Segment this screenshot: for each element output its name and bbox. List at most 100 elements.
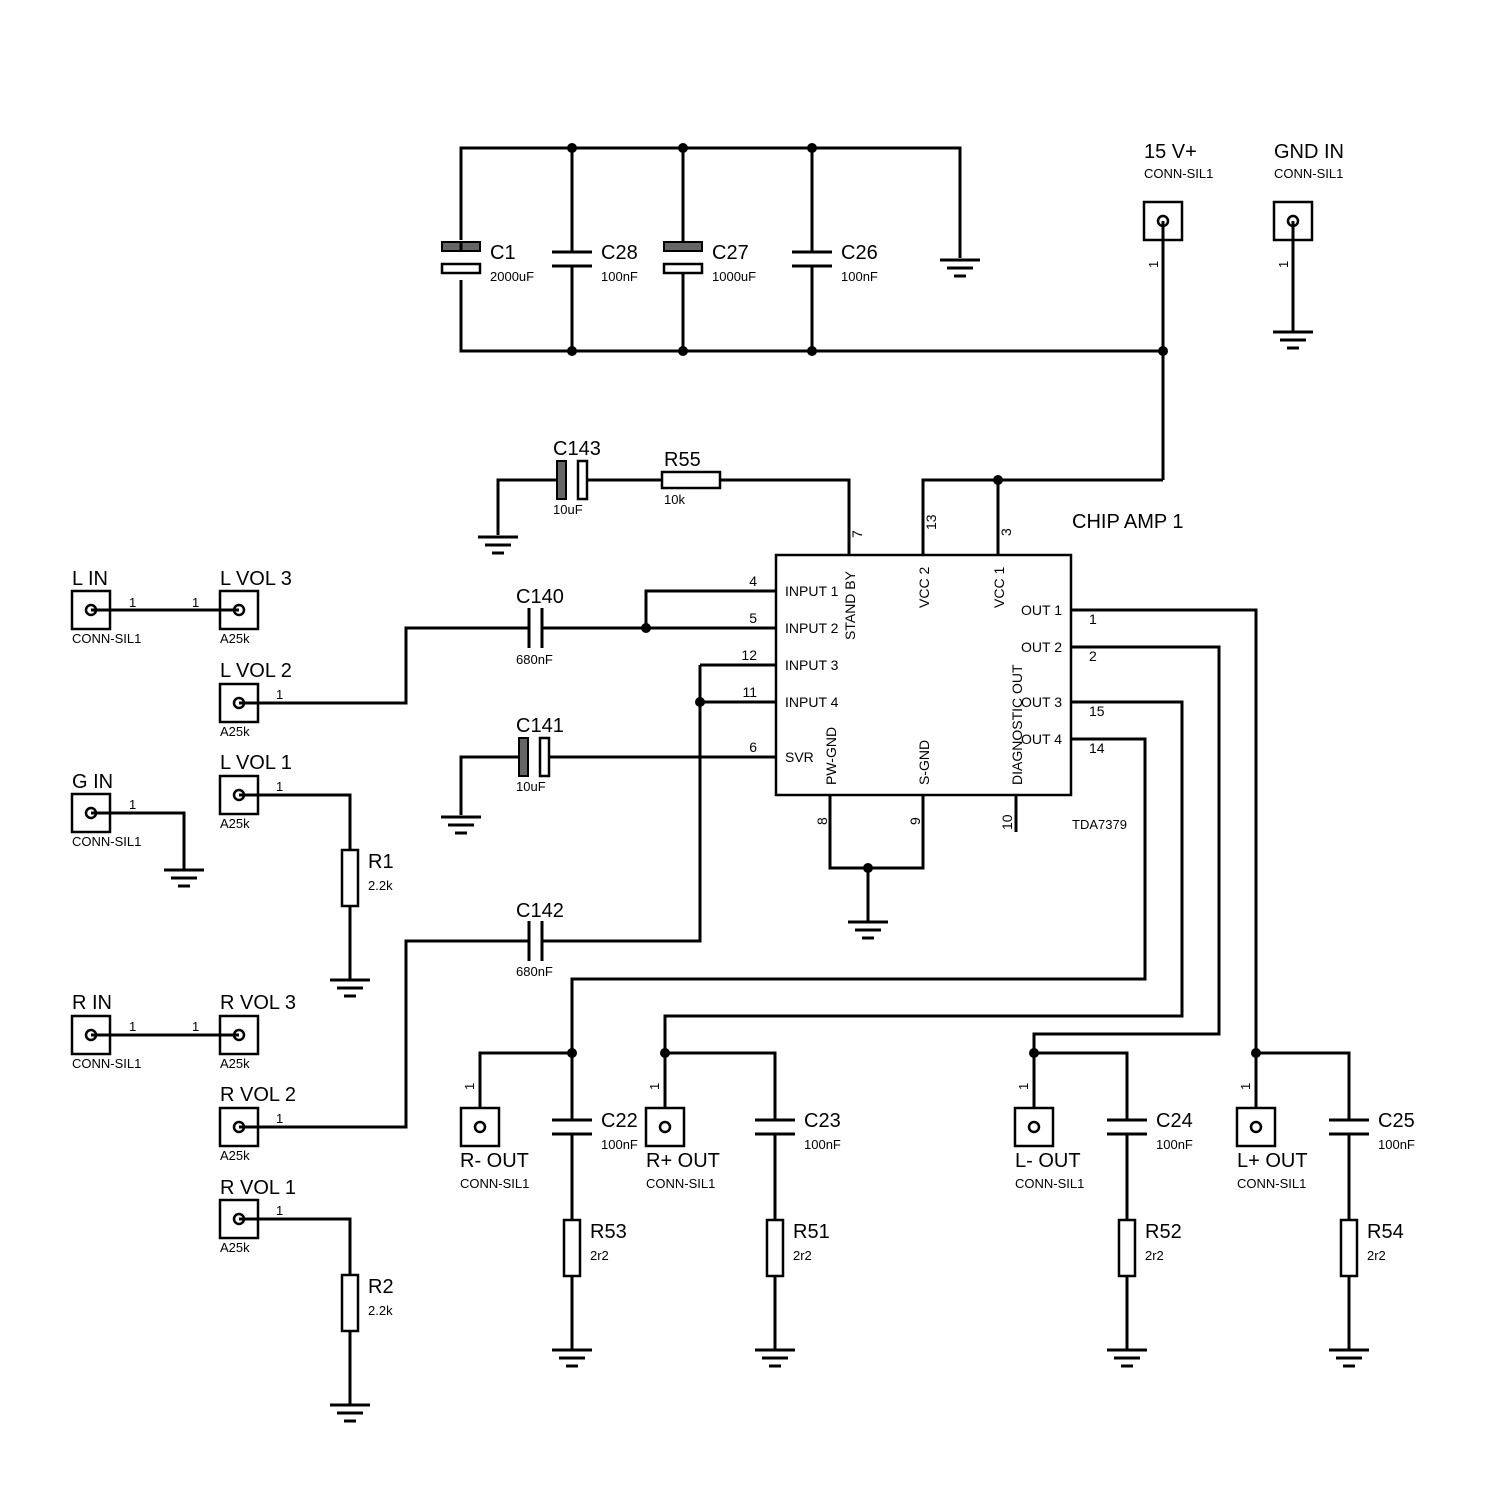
pin-out2-num: 2: [1089, 648, 1097, 664]
pin-input3-num: 12: [741, 647, 757, 663]
l-in-pin: 1: [129, 595, 136, 610]
l-vol3-type: A25k: [220, 631, 250, 646]
pin-out2-name: OUT 2: [1021, 639, 1062, 655]
r-vol3-pin: 1: [192, 1019, 199, 1034]
pin-pwgnd-name: PW-GND: [823, 727, 839, 785]
pin-input1-num: 4: [749, 573, 757, 589]
pin-input2-name: INPUT 2: [785, 620, 839, 636]
c140-value: 680nF: [516, 652, 553, 667]
g-in-ref: G IN: [72, 771, 113, 793]
capacitor-c26: C26 100nF: [792, 242, 878, 284]
pin-standby-name: STAND BY: [842, 570, 858, 640]
c28-value: 100nF: [601, 269, 638, 284]
l-vol1-ref: L VOL 1: [220, 752, 292, 774]
connector-15v: 15 V+ CONN-SIL1 1: [1142, 141, 1213, 480]
c27-value: 1000uF: [712, 269, 756, 284]
connector-r-in: R IN CONN-SIL1 1: [70, 992, 141, 1071]
pot-r-vol-1: R VOL 1 A25k 1 R2 2.2k: [218, 1177, 394, 1423]
r55-ref: R55: [664, 449, 701, 471]
pin-input1-name: INPUT 1: [785, 583, 839, 599]
c142-ref: C142: [516, 900, 564, 922]
c140-network: C140 680nF: [239, 586, 700, 705]
r-vol2-pin: 1: [276, 1111, 283, 1126]
pin-out1-num: 1: [1089, 611, 1097, 627]
r-in-pin: 1: [129, 1019, 136, 1034]
c25-value: 100nF: [1378, 1137, 1415, 1152]
c28-ref: C28: [601, 242, 638, 264]
r-vol1-type: A25k: [220, 1240, 250, 1255]
r-vol3-ref: R VOL 3: [220, 992, 296, 1014]
l-minus-ref: L- OUT: [1015, 1150, 1081, 1172]
r-vol2-type: A25k: [220, 1148, 250, 1163]
pin-out3-num: 15: [1089, 703, 1105, 719]
r1-value: 2.2k: [368, 878, 393, 893]
c143-ref: C143: [553, 438, 601, 460]
l-vol2-pin: 1: [276, 687, 283, 702]
c24-ref: C24: [1156, 1110, 1193, 1132]
pin-sgnd-name: S-GND: [916, 740, 932, 785]
l-plus-pin: 1: [1238, 1083, 1253, 1090]
c142-value: 680nF: [516, 964, 553, 979]
r51-ref: R51: [793, 1221, 830, 1243]
standby-network: C143 10uF R55 10k: [478, 438, 851, 555]
pin-diag-num: 10: [999, 814, 1015, 830]
c143-value: 10uF: [553, 502, 583, 517]
r53-value: 2r2: [590, 1248, 609, 1263]
c1-value: 2000uF: [490, 269, 534, 284]
c22-ref: C22: [601, 1110, 638, 1132]
l-in-type: CONN-SIL1: [72, 631, 141, 646]
r-vol1-ref: R VOL 1: [220, 1177, 296, 1199]
c25-ref: C25: [1378, 1110, 1415, 1132]
gnd-in-pin: 1: [1276, 261, 1291, 268]
output-l-minus: 1 L- OUT CONN-SIL1 C24 100nF R52 2r2: [1013, 1048, 1193, 1368]
r-minus-type: CONN-SIL1: [460, 1176, 529, 1191]
c141-value: 10uF: [516, 779, 546, 794]
pin-input3-name: INPUT 3: [785, 657, 839, 673]
15v-type: CONN-SIL1: [1144, 166, 1213, 181]
c23-value: 100nF: [804, 1137, 841, 1152]
c140-ref: C140: [516, 586, 564, 608]
l-vol2-type: A25k: [220, 724, 250, 739]
pot-l-vol-2: L VOL 2 A25k 1: [218, 660, 292, 739]
c23-ref: C23: [804, 1110, 841, 1132]
15v-ref: 15 V+: [1144, 141, 1197, 163]
g-in-pin: 1: [129, 797, 136, 812]
pin-standby-num: 7: [849, 530, 865, 538]
l-vol1-type: A25k: [220, 816, 250, 831]
pot-r-vol-2: R VOL 2 A25k 1: [218, 1084, 296, 1163]
l-plus-type: CONN-SIL1: [1237, 1176, 1306, 1191]
output-r-plus: 1 R+ OUT CONN-SIL1 C23 100nF R51 2r2: [644, 1048, 841, 1368]
connector-l-in: L IN CONN-SIL1 1: [70, 568, 141, 646]
l-in-ref: L IN: [72, 568, 108, 590]
pin-out3-name: OUT 3: [1021, 694, 1062, 710]
capacitor-c28: C28 100nF: [552, 242, 638, 284]
pot-l-vol-3: L VOL 3 A25k 1: [192, 568, 292, 646]
c1-ref: C1: [490, 242, 516, 264]
gnd-in-type: CONN-SIL1: [1274, 166, 1343, 181]
r-vol2-ref: R VOL 2: [220, 1084, 296, 1106]
c142-network: C142 680nF: [239, 665, 705, 1129]
r-vol1-pin: 1: [276, 1203, 283, 1218]
pin-input2-num: 5: [749, 610, 757, 626]
pin-vcc2-num: 13: [923, 514, 939, 530]
r-minus-ref: R- OUT: [460, 1150, 529, 1172]
l-vol3-pin: 1: [192, 595, 199, 610]
c141-ref: C141: [516, 715, 564, 737]
pin-input4-num: 11: [742, 684, 757, 700]
g-in-type: CONN-SIL1: [72, 834, 141, 849]
chip-amp: CHIP AMP 1 TDA7379 INPUT 1 INPUT 2 INPUT…: [700, 511, 1184, 940]
capacitor-c27: C27 1000uF: [662, 241, 756, 284]
output-l-plus: 1 L+ OUT CONN-SIL1 C25 100nF R54 2r2: [1235, 1048, 1415, 1368]
r-in-ref: R IN: [72, 992, 112, 1014]
r55-value: 10k: [664, 492, 685, 507]
l-vol1-pin: 1: [276, 779, 283, 794]
l-vol3-ref: L VOL 3: [220, 568, 292, 590]
r-plus-ref: R+ OUT: [646, 1150, 720, 1172]
connector-gnd-in: GND IN CONN-SIL1 1: [1272, 141, 1344, 350]
supply-bus: [459, 143, 1168, 356]
pot-l-vol-1: L VOL 1 A25k 1 R1 2.2k: [218, 752, 394, 998]
l-plus-ref: L+ OUT: [1237, 1150, 1308, 1172]
r2-ref: R2: [368, 1276, 394, 1298]
r54-ref: R54: [1367, 1221, 1404, 1243]
